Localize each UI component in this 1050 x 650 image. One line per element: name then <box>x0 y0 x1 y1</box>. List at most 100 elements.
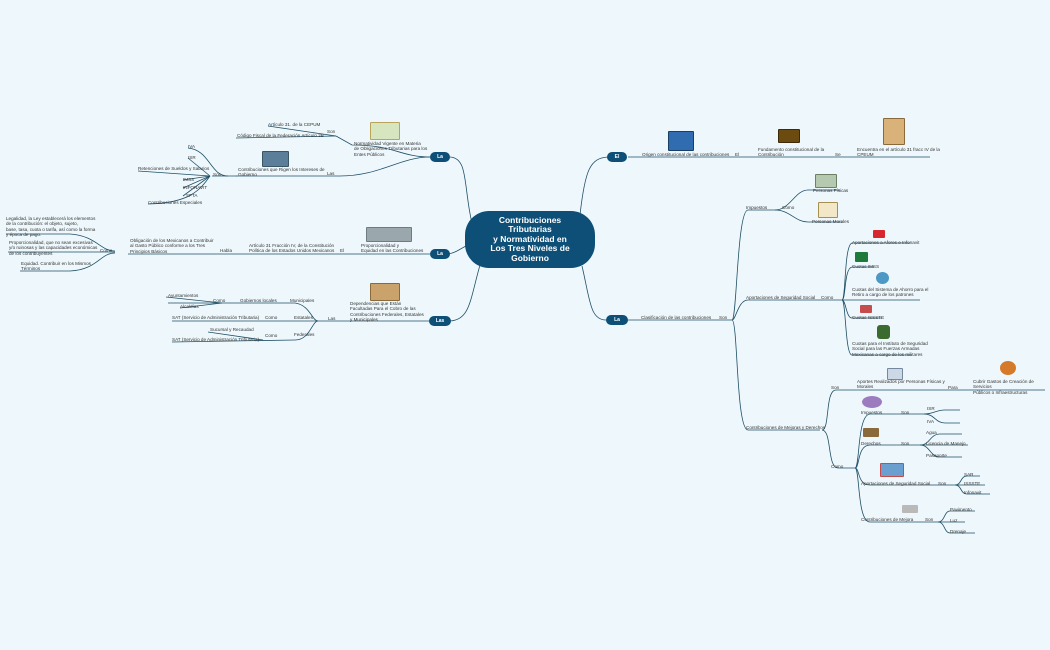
son-connector-cm: Son <box>831 385 840 390</box>
sar-logo-icon <box>876 272 889 284</box>
legalidad-label[interactable]: Legalidad, la Ley establecerá los elemen… <box>6 216 96 238</box>
central-topic[interactable]: Contribuciones Tributarias y Normativida… <box>465 211 595 268</box>
estatales-label[interactable]: Estatales <box>294 315 313 320</box>
personas-morales-icon <box>818 202 838 218</box>
articulo31-fraccion-label[interactable]: Artículo 31 Fracción IV, de la Constituc… <box>249 243 335 254</box>
seguridad-social-icon <box>880 463 904 477</box>
luz-label[interactable]: Luz <box>950 518 958 523</box>
encuentra-articulo-label[interactable]: Encuentra en el artículo 31 fracc IV de … <box>857 147 940 158</box>
obligacion-label[interactable]: Obligación de los Mexicanos a Contribuir… <box>130 238 214 254</box>
son-connector: Son <box>327 129 336 134</box>
alcaldias-label[interactable]: Alcaldías <box>180 304 199 309</box>
se-connector: Se <box>835 152 841 157</box>
ayuntamientos-label[interactable]: Ayuntamientos <box>168 293 199 298</box>
infonavit-label[interactable]: Infonavit <box>964 490 982 495</box>
son-connector-clasificacion: Son <box>719 315 728 320</box>
equidad-label[interactable]: Equidad. Contribuir en los Mismos Términ… <box>21 261 91 272</box>
cuotas-issste-label[interactable]: Cuotas ISSSTE <box>852 315 885 320</box>
son-connector-impuestos: Son <box>901 410 910 415</box>
aportaciones-afores-label[interactable]: Aportaciones a Afores e Infonavit <box>852 240 920 245</box>
contribuciones-mejora-label[interactable]: Contribuciones de Mejora <box>861 517 914 522</box>
aportaciones-ss-label[interactable]: Aportaciones de Seguridad Social <box>861 481 931 486</box>
normatividad-image-icon <box>370 122 400 140</box>
personas-fisicas-label[interactable]: Personas Físicas <box>813 188 849 193</box>
personas-morales-label[interactable]: Personas Morales <box>812 219 850 224</box>
como-connector-estatales: Como <box>265 315 278 320</box>
impuestos-2-label[interactable]: Impuestos <box>861 410 883 415</box>
como-connector-federales: Como <box>265 333 278 338</box>
derechos-label[interactable]: Derechos <box>861 441 881 446</box>
sucursal-label[interactable]: Sucursal y Recaudad <box>210 327 254 332</box>
clasificacion-label[interactable]: Clasificación de las contribuciones <box>641 315 712 320</box>
sat-federal-label[interactable]: SAT (Servicio de Administración Tributar… <box>172 337 260 342</box>
item-infonavit[interactable]: INFONAVIT <box>183 185 208 190</box>
como-connector-municipales: Como <box>213 298 226 303</box>
aportes-realizados-label[interactable]: Aportes Realizados por Personas Físicas … <box>857 379 945 390</box>
como-connector-cm: Como <box>831 464 844 469</box>
isr-label[interactable]: ISR <box>927 406 935 411</box>
servicios-publicos-icon <box>1000 361 1016 375</box>
fundamento-image-icon <box>778 129 800 143</box>
mejora-icon <box>902 505 918 513</box>
son-connector-derechos: Son <box>901 441 910 446</box>
hub-el[interactable]: El <box>607 152 627 162</box>
imss-logo-icon <box>855 252 868 262</box>
para-connector: Para <box>948 385 958 390</box>
contribuciones-gobierno-label[interactable]: Contribuciones que Rigen los Intereses d… <box>238 167 325 178</box>
derechos-icon <box>863 428 879 437</box>
origen-image-icon <box>668 131 694 151</box>
issste-label[interactable]: ISSSTE <box>964 481 981 486</box>
issfam-logo-icon <box>877 325 890 339</box>
las-connector: Las <box>327 171 335 176</box>
drenaje-label[interactable]: Drenaje <box>950 529 967 534</box>
origen-constitucional-label[interactable]: Origen constitucional de las contribucio… <box>642 152 730 157</box>
item-isr[interactable]: ISR <box>188 155 196 160</box>
son-connector-mejora: Son <box>925 517 934 522</box>
cubrir-gastos-label[interactable]: Cubrir Gastos de Creación de Servicios P… <box>973 379 1034 395</box>
el-connector-right: El <box>735 152 740 157</box>
contribuciones-mejoras-derechos-label[interactable]: Contribuciones de Mejoras y Derechos <box>746 425 826 430</box>
fundamento-label[interactable]: Fundamento constitucional de la Contribu… <box>758 147 825 158</box>
impuestos-label[interactable]: Impuestos <box>746 205 768 210</box>
hub-la-mid[interactable]: La <box>430 249 450 259</box>
item-iva[interactable]: IVA <box>188 144 196 149</box>
proporcionalidad-principio-label[interactable]: Proporcionalidad, que no sean excesivas … <box>9 240 98 256</box>
item-imss[interactable]: IMSS <box>183 177 195 182</box>
aportes-icon <box>887 368 903 380</box>
normatividad-label[interactable]: Normatividad Vigente en Materia de Oblig… <box>354 141 428 157</box>
el-connector: El <box>340 248 345 253</box>
pasaporte-label[interactable]: Pasaporte <box>926 453 947 458</box>
proporcionalidad-equidad-label[interactable]: Proporcionalidad y Equidad en las Contri… <box>361 243 424 254</box>
hub-la-right[interactable]: La <box>606 315 628 325</box>
personas-fisicas-icon <box>815 174 837 188</box>
item-contribuciones-especiales[interactable]: Contribuciones Especiales <box>148 200 203 205</box>
pavimento-label[interactable]: Pavimento <box>950 507 972 512</box>
sat-estatal-label[interactable]: SAT (Servicio de Administración Tributar… <box>172 315 260 320</box>
item-sfta[interactable]: SFTA <box>186 193 198 198</box>
habla-connector: Habla <box>220 248 233 253</box>
son-connector-2: Son <box>213 172 222 177</box>
articulo31-cepum-label[interactable]: Artículo 31. de la CEPUM <box>268 122 321 127</box>
federales-label[interactable]: Federales <box>294 332 315 337</box>
licencia-manejo-label[interactable]: Licencia de Manejo <box>926 441 966 446</box>
gobiernos-locales-label[interactable]: Gobiernos locales <box>240 298 277 303</box>
iva-label[interactable]: IVA <box>927 419 935 424</box>
afore-logo-icon <box>873 230 885 238</box>
item-retenciones[interactable]: Retenciones de Sueldos y Salarios <box>138 166 210 171</box>
como-connector-aportaciones: Como <box>821 295 834 300</box>
municipales-label[interactable]: Municipales <box>290 298 315 303</box>
sar-label[interactable]: SAR <box>964 472 974 477</box>
aportaciones-seguridad-label[interactable]: Aportaciones de Seguridad Social <box>746 295 816 300</box>
dependencias-label[interactable]: Dependencias que Están Facultadas Para e… <box>350 301 424 323</box>
hub-la-top[interactable]: La <box>430 152 450 162</box>
contribuciones-image-icon <box>262 151 289 167</box>
agua-label[interactable]: Agua <box>926 430 937 435</box>
hub-las[interactable]: Las <box>429 316 451 326</box>
son-connector-ss: Son <box>938 481 947 486</box>
codigo-fiscal-label[interactable]: Código Fiscal de la Federación Artículo … <box>237 133 324 138</box>
cuotas-issfam-label[interactable]: Cuotas para el Instituto de Seguridad So… <box>852 341 928 357</box>
cuotas-imss-label[interactable]: Cuotas IMSS <box>852 264 880 269</box>
cuotas-sar-label[interactable]: Cuotas del Sistema de Ahorro para el Ret… <box>852 287 929 298</box>
